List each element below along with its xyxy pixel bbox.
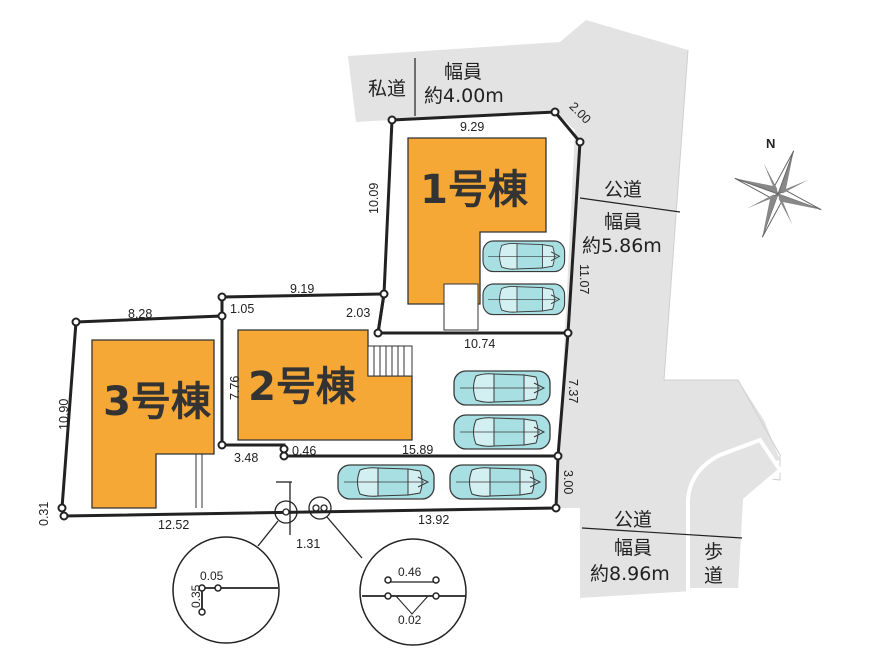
dim-3-00: 3.00 (561, 470, 575, 494)
sidewalk-label-2: 道 (704, 565, 723, 587)
dim-1-31: 1.31 (296, 537, 320, 551)
dim-9-19: 9.19 (290, 282, 314, 296)
parking-car-2 (482, 283, 566, 316)
parking-car-6 (449, 464, 547, 500)
inset-left-dim-0-05: 0.05 (200, 569, 224, 583)
inset-left (172, 536, 280, 644)
dim-2-03: 2.03 (346, 306, 370, 320)
dim-0-31: 0.31 (37, 502, 51, 526)
sidewalk-strip (686, 437, 783, 592)
inset-left-dim-0-35: 0.35 (189, 584, 203, 608)
building-3-label: 3号棟 (103, 379, 212, 425)
dim-10-90: 10.90 (57, 399, 71, 430)
inset-right-dim-0-46: 0.46 (398, 565, 422, 579)
east-road-label: 公道 (604, 179, 642, 201)
south-road-label: 公道 (614, 509, 652, 531)
dim-11-07: 11.07 (577, 264, 591, 294)
parking-car-5 (337, 464, 435, 500)
building-2-label: 2号棟 (248, 364, 357, 410)
sidewalk-label-1: 歩 (704, 541, 723, 563)
inset-right (359, 538, 467, 646)
dim-1-05: 1.05 (230, 302, 254, 316)
private-road-width-value: 約4.00m (424, 85, 504, 107)
building-2-stairs (367, 345, 413, 377)
private-road (348, 20, 780, 598)
parking-car-1 (482, 240, 566, 273)
dim-10-74: 10.74 (464, 337, 495, 351)
private-road-label: 私道 (368, 78, 406, 100)
south-road-width-value: 約8.96m (590, 563, 670, 585)
compass-north-label: N (766, 136, 775, 151)
dim-7-37: 7.37 (566, 379, 580, 403)
inset-right-dim-0-02: 0.02 (398, 613, 422, 627)
dim-3-48: 3.48 (234, 451, 258, 465)
parking-car-3 (453, 370, 551, 406)
south-road-width-arrow (581, 527, 743, 539)
parking-car-4 (453, 414, 551, 450)
building-1-label: 1号棟 (420, 167, 529, 213)
dim-13-92: 13.92 (418, 513, 449, 527)
dim-12-52: 12.52 (158, 518, 189, 532)
dim-10-09: 10.09 (367, 183, 381, 214)
dim-15-89: 15.89 (402, 443, 433, 457)
east-road-width-value: 約5.86m (582, 235, 662, 257)
south-road-width-label: 幅員 (614, 537, 652, 559)
east-road-width-label: 幅員 (604, 211, 642, 233)
corner-detail-markers (257, 481, 363, 559)
east-road-width-arrow (579, 197, 681, 213)
building-3 (91, 339, 215, 509)
building-3-steps (195, 454, 203, 508)
dim-8-28: 8.28 (128, 307, 152, 321)
compass-rose-icon (734, 150, 822, 238)
dim-9-29: 9.29 (460, 120, 484, 134)
dim-7-76: 7.76 (228, 376, 242, 400)
public-road-east (663, 49, 781, 481)
dim-0-46: 0.46 (292, 444, 316, 458)
building-1 (407, 137, 547, 305)
lot-corners (57, 107, 585, 521)
private-road-width-label: 幅員 (444, 61, 482, 83)
building-1-steps (443, 283, 479, 331)
